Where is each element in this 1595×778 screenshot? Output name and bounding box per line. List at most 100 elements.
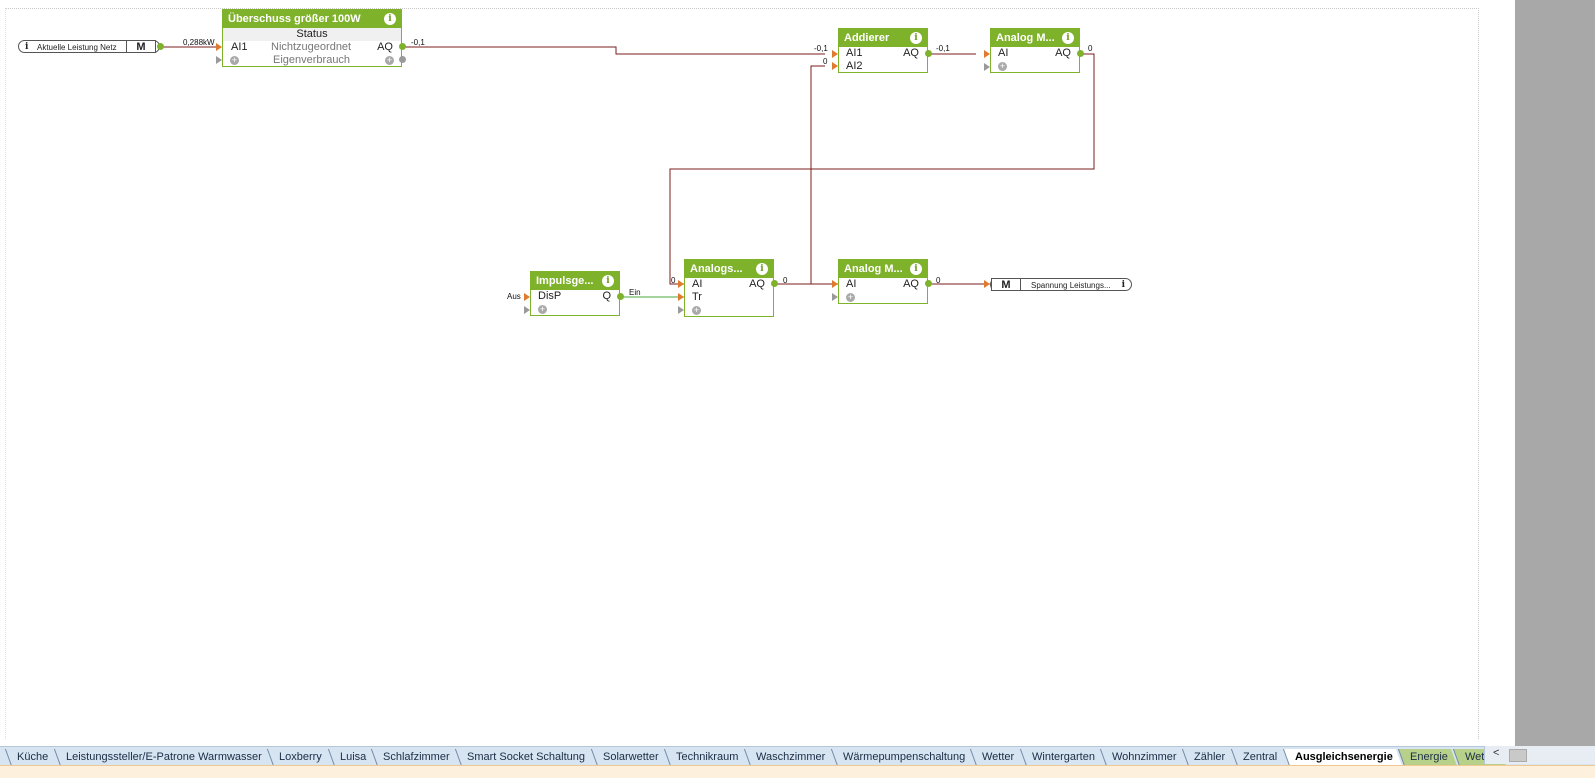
q-label: Q	[602, 290, 611, 302]
analog-m2-output-value: 0	[936, 276, 941, 285]
analog-m1-ai-pin[interactable]	[984, 50, 990, 58]
ai2-label: AI2	[846, 60, 863, 72]
disp-label: DisP	[538, 290, 562, 302]
analog-m1-aq-pin[interactable]	[1077, 50, 1084, 57]
analog-m2-extra-pin[interactable]	[832, 293, 838, 301]
ueberschuss-extra-output-pin[interactable]	[399, 56, 406, 63]
output-ref-input-pin[interactable]	[984, 280, 990, 288]
info-icon[interactable]: i	[756, 263, 768, 275]
add-input-icon[interactable]: +	[846, 292, 855, 302]
add-input-icon[interactable]: +	[692, 305, 701, 315]
impulsgeber-extra-pin[interactable]	[524, 306, 530, 314]
addierer-title: Addierer i	[839, 29, 927, 47]
status-strip	[0, 765, 1595, 778]
analog-m2-block[interactable]: Analog M... i AI AQ +	[838, 259, 928, 304]
ueberschuss-aq-pin[interactable]	[399, 43, 406, 50]
info-icon[interactable]: i	[1062, 32, 1074, 44]
analogs-output-value: 0	[783, 276, 788, 285]
tab-10[interactable]: Wetter	[970, 749, 1024, 765]
tab-scrollbar[interactable]: <	[1484, 746, 1595, 764]
addierer-ai1-row: AI1 AQ	[839, 47, 927, 60]
impulsgeber-title-text: Impulsge...	[536, 275, 594, 287]
wire-ueberschuss-to-addierer[interactable]	[402, 46, 825, 55]
tab-5[interactable]: Smart Socket Schaltung	[455, 749, 595, 765]
ai-label: AI	[846, 278, 857, 290]
addierer-ai2-row: AI2	[839, 60, 927, 73]
tab-4[interactable]: Schlafzimmer	[371, 749, 460, 765]
right-scroll-panel[interactable]	[1515, 0, 1595, 746]
info-icon[interactable]: i	[1121, 280, 1125, 290]
analog-m1-block[interactable]: Analog M... i AI AQ +	[990, 28, 1080, 73]
page-tab-bar: Küche Leistungssteller/E-Patrone Warmwas…	[0, 746, 1595, 765]
impulsgeber-q-pin[interactable]	[617, 293, 624, 300]
aq-label: AQ	[377, 41, 393, 53]
ueberschuss-extra-input-pin[interactable]	[216, 56, 222, 64]
analog-m1-extra-pin[interactable]	[984, 63, 990, 71]
ueberschuss-ai1-pin[interactable]	[216, 43, 222, 51]
output-reference-spannung-leistung[interactable]: M Spannung Leistungs... i	[990, 278, 1132, 291]
ueberschuss-title: Überschuss größer 100W i	[223, 10, 401, 28]
tab-3[interactable]: Luisa	[327, 749, 376, 765]
aq-label: AQ	[903, 278, 919, 290]
eigenverbrauch-row: + Eigenverbrauch +	[223, 54, 401, 67]
input-ref-output-pin[interactable]	[157, 43, 164, 50]
tab-12[interactable]: Wohnzimmer	[1100, 749, 1187, 765]
info-icon[interactable]: i	[910, 263, 922, 275]
tab-11[interactable]: Wintergarten	[1019, 749, 1105, 765]
impulsgeber-add-row: +	[531, 303, 619, 316]
info-icon[interactable]: i	[602, 275, 614, 287]
aq-label: AQ	[903, 47, 919, 59]
ai-label: AI	[998, 47, 1009, 59]
addierer-block[interactable]: Addierer i AI1 AQ AI2	[838, 28, 928, 73]
input-reference-aktuelle-leistung-netz[interactable]: i Aktuelle Leistung Netz M	[18, 40, 160, 53]
analogs-block[interactable]: Analogs... i AI AQ Tr +	[684, 259, 774, 317]
tab-16[interactable]: Energie	[1398, 749, 1458, 765]
tab-1[interactable]: Leistungssteller/E-Patrone Warmwasser	[54, 749, 272, 765]
tab-13[interactable]: Zähler	[1182, 749, 1235, 765]
analogs-tr-pin[interactable]	[678, 293, 684, 301]
tab-0[interactable]: Küche	[5, 749, 58, 765]
nichtzugeordnet-label: Nichtzugeordnet	[271, 41, 352, 53]
tab-9[interactable]: Wärmepumpenschaltung	[830, 749, 974, 765]
addierer-aq-pin[interactable]	[925, 50, 932, 57]
ueberschuss-block[interactable]: Überschuss größer 100W i Status AI1 Nich…	[222, 9, 402, 67]
analog-m2-aq-pin[interactable]	[925, 280, 932, 287]
tab-8[interactable]: Waschzimmer	[743, 749, 835, 765]
logic-canvas[interactable]: i Aktuelle Leistung Netz M 0,288kW Übers…	[0, 0, 1515, 746]
analog-m1-add-row: +	[991, 60, 1079, 73]
wire-analog-m1-feedback[interactable]	[669, 53, 1095, 285]
analogs-aq-pin[interactable]	[771, 280, 778, 287]
add-input-icon[interactable]: +	[538, 304, 547, 314]
add-output-icon[interactable]: +	[385, 55, 394, 65]
eigenverbrauch-label: Eigenverbrauch	[273, 54, 351, 66]
add-input-icon[interactable]: +	[998, 61, 1007, 71]
memory-flag-box: M	[991, 278, 1021, 291]
tab-14[interactable]: Zentral	[1231, 749, 1287, 765]
analogs-extra-pin[interactable]	[678, 306, 684, 314]
scroll-left-icon[interactable]: <	[1493, 747, 1500, 759]
ai1-label: AI1	[231, 41, 248, 53]
impulsgeber-disp-pin[interactable]	[524, 293, 530, 301]
tab-2[interactable]: Loxberry	[267, 749, 332, 765]
analogs-ai-row: AI AQ	[685, 278, 773, 291]
tab-15[interactable]: Ausgleichsenergie	[1282, 749, 1402, 765]
tab-7[interactable]: Technikraum	[663, 749, 748, 765]
tab-6[interactable]: Solarwetter	[590, 749, 668, 765]
info-icon[interactable]: i	[384, 13, 396, 25]
ueberschuss-title-text: Überschuss größer 100W	[228, 13, 361, 25]
analog-m2-title-text: Analog M...	[844, 263, 903, 275]
addierer-ai1-pin[interactable]	[832, 50, 838, 58]
info-icon[interactable]: i	[910, 32, 922, 44]
analog-m2-ai-pin[interactable]	[832, 280, 838, 288]
add-input-icon[interactable]: +	[230, 55, 239, 65]
wire-analogs-to-addierer-ai2[interactable]	[810, 65, 825, 284]
memory-flag-box: M	[126, 40, 156, 53]
addierer-ai2-pin[interactable]	[832, 62, 838, 70]
impulsgeber-input-value: Aus	[507, 292, 521, 301]
impulsgeber-block[interactable]: Impulsge... i DisP Q +	[530, 271, 620, 316]
info-icon[interactable]: i	[25, 42, 29, 52]
analog-m1-ai-row: AI AQ	[991, 47, 1079, 60]
scroll-thumb[interactable]	[1509, 749, 1527, 762]
analogs-add-row: +	[685, 304, 773, 317]
analogs-ai-pin[interactable]	[678, 280, 684, 288]
